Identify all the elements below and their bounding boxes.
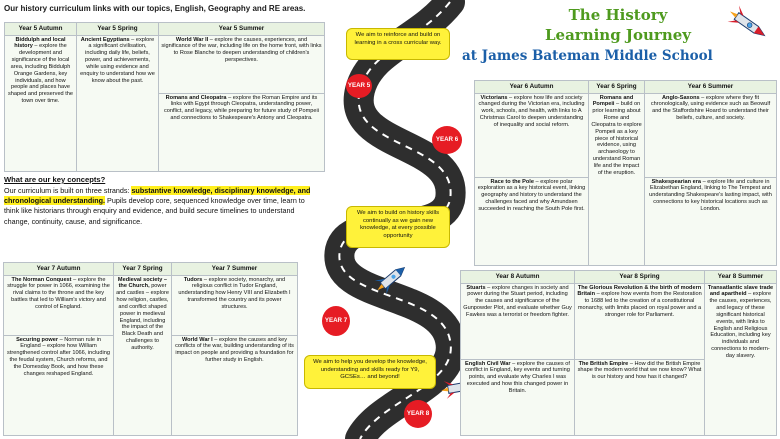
concepts-heading: What are our key concepts? <box>4 175 106 184</box>
year7-summer-cell-1: Tudors – explore society, monarchy, and … <box>171 274 298 336</box>
year6-summer-cell-2: Shakespearian era – explore life and cul… <box>644 176 777 267</box>
topic-title: Biddulph and local history <box>14 36 66 50</box>
topic-title: Stuarts <box>466 284 486 291</box>
topic-title: World War II <box>175 36 209 43</box>
title-line-1: The History <box>568 6 668 24</box>
topic-title: The Glorious Revolution & the birth of m… <box>577 284 702 298</box>
year7-autumn-header: Year 7 Autumn <box>3 262 114 276</box>
year8-autumn-cell-1: Stuarts – explore changes in society and… <box>460 282 575 360</box>
topic-text: – explore how events from the Restoratio… <box>577 291 702 318</box>
year5-summer-cell-1: World War II – explore the causes, exper… <box>158 34 325 94</box>
year5-autumn-header: Year 5 Autumn <box>4 22 77 36</box>
topic-text: – explore the struggle for power in 1066… <box>7 276 110 310</box>
topic-text: – explore the causes and key conflicts o… <box>175 336 294 364</box>
bubble-cross-curricular: We aim to reinforce and build on learnin… <box>346 28 450 60</box>
topic-text: – explore changes in society and power d… <box>463 284 572 318</box>
topic-text: – explore polar exploration as a key his… <box>477 178 586 212</box>
topic-title: Victorians <box>480 94 508 101</box>
topic-text: – explore the causes, experiences, and s… <box>161 36 322 64</box>
rocket-icon <box>374 266 406 295</box>
year-8-badge: YEAR 8 <box>404 400 432 428</box>
topic-text: – explore where they fit chronologically… <box>650 94 771 122</box>
topic-title: The British Empire <box>578 360 629 367</box>
year5-spring-header: Year 5 Spring <box>76 22 159 36</box>
topic-title: Transatlantic slave trade and apartheid <box>707 284 774 298</box>
year8-table: Year 8 Autumn Year 8 Spring Year 8 Summe… <box>460 270 777 437</box>
bubble-gcse: We aim to help you develop the knowledge… <box>304 355 436 389</box>
year7-summer-cell-2: World War I – explore the causes and key… <box>171 334 298 437</box>
year7-autumn-cell-1: The Norman Conquest – explore the strugg… <box>3 274 114 336</box>
year7-spring-cell: Medieval society – the Church, power and… <box>113 274 172 437</box>
topic-title: Race to the Pole <box>490 178 534 185</box>
year6-table: Year 6 Autumn Year 6 Spring Year 6 Summe… <box>474 80 777 267</box>
year8-autumn-header: Year 8 Autumn <box>460 270 575 284</box>
year6-autumn-header: Year 6 Autumn <box>474 80 589 94</box>
topic-title: Tudors <box>183 276 203 283</box>
year8-spring-cell-1: The Glorious Revolution & the birth of m… <box>574 282 705 360</box>
concepts-text-start: Our curriculum is built on three strands… <box>4 186 132 195</box>
topic-title: Ancient Egyptians <box>80 36 130 43</box>
year6-autumn-cell-2: Race to the Pole – explore polar explora… <box>474 176 589 267</box>
topic-title: English Civil War <box>465 360 511 367</box>
topic-text: – explore life and culture in Elizabetha… <box>649 178 772 212</box>
topic-text: – explore the Roman Empire and its links… <box>163 94 320 122</box>
topic-title: Anglo-Saxons <box>662 94 700 101</box>
year-7-badge: YEAR 7 <box>322 306 350 336</box>
year5-table: Year 5 Autumn Year 5 Spring Year 5 Summe… <box>4 22 325 173</box>
topic-text: power and castles – explore how religion… <box>116 283 169 351</box>
year6-spring-cell: Romans and Pompeii – build on prior lear… <box>588 92 645 267</box>
topic-text: – Norman rule in England – explore how W… <box>7 336 110 377</box>
topic-title: Securing power <box>16 336 59 343</box>
year-6-badge: YEAR 6 <box>432 126 462 154</box>
topic-text: – explore society, monarchy, and religio… <box>178 276 291 310</box>
topic-title: Romans and Cleopatra <box>165 94 227 101</box>
topic-title: World War I <box>181 336 213 343</box>
year-5-badge: YEAR 5 <box>346 74 372 98</box>
year5-summer-cell-2: Romans and Cleopatra – explore the Roman… <box>158 92 325 173</box>
topic-title: The Norman Conquest <box>11 276 72 283</box>
year8-autumn-cell-2: English Civil War – explore the causes o… <box>460 358 575 437</box>
topic-title: Medieval society – the Church, <box>117 276 168 290</box>
year6-autumn-cell-1: Victorians – explore how life and societ… <box>474 92 589 178</box>
topic-title: Shakespearian era <box>651 178 702 185</box>
rocket-icon <box>727 5 766 37</box>
concepts-text-end: Pupils develop core, sequenced knowledge… <box>4 196 305 226</box>
title-line-3: at James Bateman Middle School <box>462 48 713 64</box>
intro-text: Our history curriculum links with our to… <box>4 4 306 13</box>
year7-summer-header: Year 7 Summer <box>171 262 298 276</box>
year8-spring-cell-2: The British Empire – How did the British… <box>574 358 705 437</box>
year6-summer-cell-1: Anglo-Saxons – explore where they fit ch… <box>644 92 777 178</box>
topic-text: – explore the causes, experiences, and l… <box>709 291 772 359</box>
topic-text: – build on prior learning about Rome and… <box>591 101 642 176</box>
topic-text: – explore how life and society changed d… <box>478 94 585 128</box>
year8-summer-cell: Transatlantic slave trade and apartheid … <box>704 282 777 437</box>
topic-text: – explore a significant civilisation, in… <box>80 36 155 84</box>
year6-spring-header: Year 6 Spring <box>588 80 645 94</box>
topic-text: – explore the development and significan… <box>8 43 73 104</box>
year5-autumn-cell: Biddulph and local history – explore the… <box>4 34 77 173</box>
year7-autumn-cell-2: Securing power – Norman rule in England … <box>3 334 114 437</box>
topic-text: – explore the causes of conflict in Engl… <box>465 360 570 394</box>
year7-table: Year 7 Autumn Year 7 Spring Year 7 Summe… <box>3 262 298 437</box>
year7-spring-header: Year 7 Spring <box>113 262 172 276</box>
bubble-skills: We aim to build on history skills contin… <box>346 206 450 248</box>
year8-summer-header: Year 8 Summer <box>704 270 777 284</box>
title-line-2: Learning Journey <box>544 26 691 44</box>
topic-title: Romans and Pompeii <box>592 94 634 108</box>
year6-summer-header: Year 6 Summer <box>644 80 777 94</box>
concepts-paragraph: Our curriculum is built on three strands… <box>4 186 314 227</box>
year5-spring-cell: Ancient Egyptians – explore a significan… <box>76 34 159 173</box>
topic-text: – How did the British Empire shape the m… <box>577 360 702 381</box>
year8-spring-header: Year 8 Spring <box>574 270 705 284</box>
